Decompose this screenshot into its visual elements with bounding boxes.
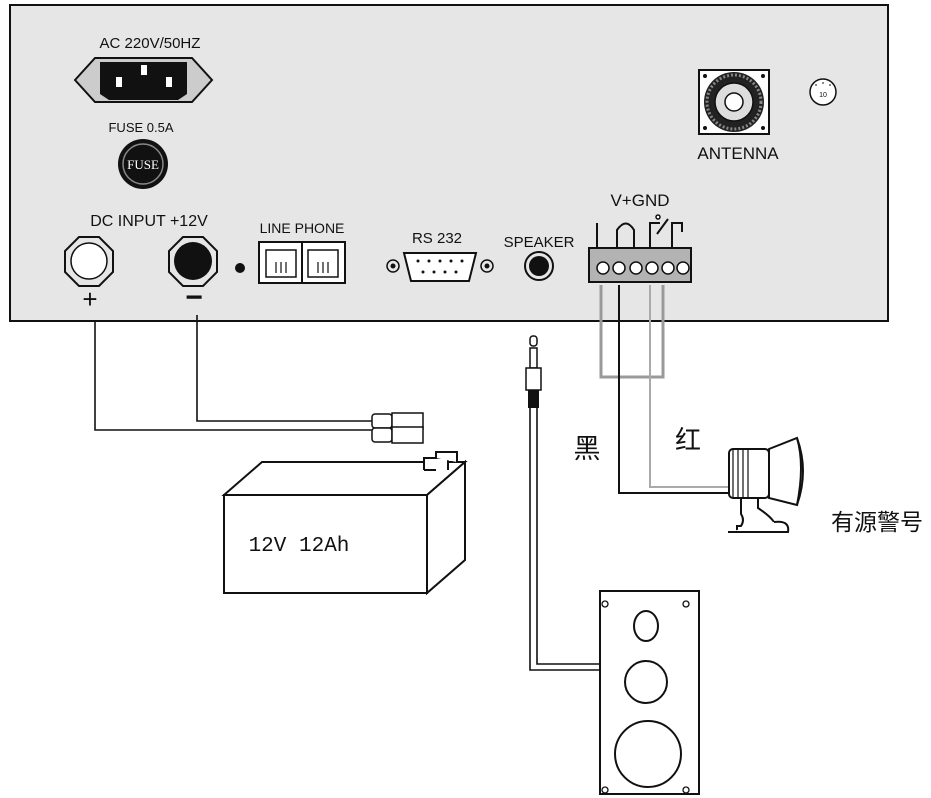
terminal-connectors [371, 412, 424, 444]
line-phone-label: LINE PHONE [260, 220, 345, 236]
rs232-label: RS 232 [412, 230, 462, 247]
gray-wire-loop [599, 285, 665, 379]
battery-wires [94, 315, 372, 431]
antenna-connector[interactable] [698, 69, 770, 135]
plus-sign: + [82, 284, 97, 314]
vgnd-terminal-block[interactable] [588, 247, 692, 283]
rs232-port[interactable] [386, 252, 494, 282]
minus-sign: − [185, 281, 203, 314]
battery-label: 12V 12Ah [249, 535, 350, 558]
ac-power-label: AC 220V/50HZ [100, 35, 201, 52]
siren-label: 有源警号 [831, 510, 923, 535]
antenna-label: ANTENNA [697, 144, 779, 163]
dc-negative-terminal[interactable] [168, 236, 218, 287]
rotary-switch-number: 10 [819, 92, 827, 99]
dc-input-label: DC INPUT +12V [90, 213, 208, 230]
speaker-cable [529, 408, 600, 671]
battery [221, 451, 468, 596]
speaker-jack-label: SPEAKER [504, 234, 575, 251]
audio-plug [525, 335, 542, 408]
speaker-jack[interactable] [524, 251, 554, 281]
black-wire-label: 黑 [574, 434, 601, 464]
line-phone-jacks[interactable] [258, 241, 346, 284]
fuse-cap-text: FUSE [127, 157, 159, 172]
red-wire [649, 285, 736, 488]
ac-power-socket[interactable] [73, 57, 214, 103]
fuse-holder[interactable]: FUSE [118, 139, 168, 189]
siren-icon [728, 436, 804, 533]
red-wire-label: 红 [675, 426, 701, 455]
panel-screw [235, 263, 245, 273]
black-wire [618, 285, 736, 494]
vgnd-label: V+GND [610, 191, 669, 210]
fuse-rating-label: FUSE 0.5A [108, 120, 173, 135]
rotary-switch[interactable]: 10 [809, 78, 837, 106]
relay-symbols [596, 214, 683, 248]
dc-positive-terminal[interactable] [64, 236, 114, 287]
speaker-box [599, 590, 700, 795]
